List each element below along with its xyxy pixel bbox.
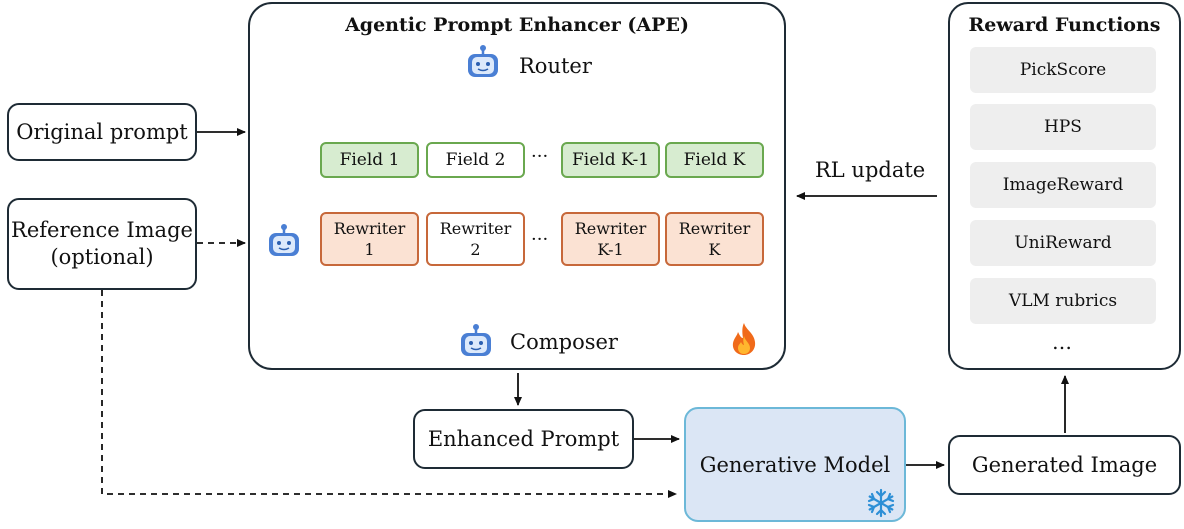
- reward-item-unireward: UniReward: [970, 220, 1156, 266]
- reference-image-label: Reference Image: [11, 218, 193, 242]
- ape-container: [248, 2, 786, 370]
- rewriter-k-index: K: [708, 240, 721, 259]
- ape-title: Agentic Prompt Enhancer (APE): [345, 14, 689, 36]
- reward-more-ellipsis: …: [1052, 330, 1072, 354]
- rewriter-robot-icon: [266, 224, 302, 262]
- enhanced-prompt-label: Enhanced Prompt: [427, 426, 620, 451]
- generative-model-label: Generative Model: [699, 452, 891, 477]
- reward-item-vlm-rubrics: VLM rubrics: [970, 278, 1156, 324]
- rewriter-k: Rewriter K: [665, 212, 764, 266]
- flame-icon: [730, 322, 758, 360]
- router-robot-icon: [465, 45, 501, 83]
- rewriter-k-label: Rewriter: [678, 219, 751, 238]
- rewriter-k-1-index: K-1: [597, 240, 624, 259]
- reward-item-imagereward: ImageReward: [970, 162, 1156, 208]
- enhanced-prompt-box: Enhanced Prompt: [413, 409, 634, 469]
- field-2: Field 2: [426, 142, 525, 178]
- router-label: Router: [519, 54, 592, 78]
- composer-robot-icon: [458, 324, 494, 362]
- field-ellipsis: ···: [531, 146, 549, 167]
- rewriter-k-1: Rewriter K-1: [561, 212, 660, 266]
- reward-item-hps: HPS: [970, 104, 1156, 150]
- reference-image-optional: (optional): [50, 245, 154, 269]
- generated-image-label: Generated Image: [971, 452, 1158, 477]
- generative-model-box: Generative Model: [684, 407, 906, 522]
- rewriter-k-1-label: Rewriter: [574, 219, 647, 238]
- field-k-1: Field K-1: [561, 142, 660, 178]
- rl-update-label: RL update: [815, 158, 926, 182]
- composer-label: Composer: [510, 330, 618, 354]
- reward-functions-title: Reward Functions: [968, 14, 1161, 36]
- generated-image-box: Generated Image: [948, 435, 1181, 495]
- reward-item-pickscore: PickScore: [970, 47, 1156, 93]
- field-1: Field 1: [320, 142, 419, 178]
- rewriter-1-index: 1: [364, 240, 375, 259]
- rewriter-2: Rewriter 2: [426, 212, 525, 266]
- rewriter-ellipsis: ···: [531, 229, 549, 250]
- field-k: Field K: [665, 142, 764, 178]
- original-prompt-label: Original prompt: [16, 119, 188, 144]
- rewriter-1-label: Rewriter: [333, 219, 406, 238]
- rewriter-2-index: 2: [470, 240, 481, 259]
- rewriter-1: Rewriter 1: [320, 212, 419, 266]
- snowflake-icon: [866, 488, 896, 522]
- rewriter-2-label: Rewriter: [439, 219, 512, 238]
- original-prompt-box: Original prompt: [7, 103, 197, 161]
- reference-image-box: Reference Image (optional): [7, 198, 197, 290]
